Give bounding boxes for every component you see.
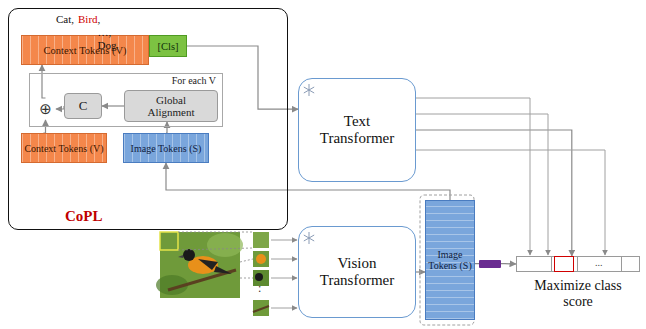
loop-box-text: For each V bbox=[172, 75, 216, 86]
token-box: Image Tokens (S) bbox=[123, 133, 209, 163]
transformer-box-text: Text Transformer bbox=[312, 113, 402, 147]
projection-block bbox=[479, 260, 501, 268]
cls-token-text: [Cls] bbox=[158, 41, 179, 52]
sum-symbol-text: ⊕ bbox=[39, 101, 52, 117]
score-divider bbox=[577, 257, 578, 271]
class-name: Cat, bbox=[56, 13, 74, 52]
connector bbox=[56, 106, 64, 109]
score-divider bbox=[551, 257, 552, 271]
cls-token: [Cls] bbox=[149, 35, 187, 57]
token-box-text: Image Tokens (S) bbox=[131, 143, 202, 154]
selected-class bbox=[554, 256, 574, 272]
token-box-text: Context Tokens (V) bbox=[24, 143, 103, 154]
connector bbox=[42, 65, 46, 98]
score-vector: ... Maximize class score bbox=[516, 256, 640, 314]
transformer-box-text: Vision Transformer bbox=[312, 255, 402, 289]
process-box-text: C bbox=[79, 98, 88, 114]
transformer-box: Text Transformer bbox=[298, 78, 416, 182]
score-vector-text: Maximize class score bbox=[533, 278, 623, 310]
class-name: , …, Dog bbox=[98, 13, 117, 52]
process-box: C bbox=[64, 93, 102, 119]
frozen-icon bbox=[304, 84, 314, 244]
token-column-text: Image Tokens (S) bbox=[426, 249, 474, 271]
loop-box: For each V ⊕ C Global Alignment bbox=[29, 73, 223, 127]
bird-image bbox=[156, 232, 243, 298]
token-frame bbox=[420, 195, 474, 325]
class-list: Cat,Bird, …, Dog bbox=[56, 13, 117, 52]
token-box: Context Tokens (V) bbox=[21, 133, 107, 163]
transformer-box: Vision Transformer bbox=[298, 226, 416, 318]
token-column: Image Tokens (S) bbox=[425, 200, 475, 320]
process-box: Global Alignment bbox=[124, 90, 218, 122]
image-patches bbox=[253, 232, 269, 316]
patch-arrows bbox=[271, 240, 297, 308]
connector bbox=[166, 122, 167, 133]
copl-panel: CoPL Context Tokens (V) [Cls] For each V ⊕ C G… bbox=[8, 8, 288, 230]
score-bar: ... bbox=[516, 256, 640, 272]
connector bbox=[102, 105, 124, 106]
patch-guides bbox=[178, 232, 253, 278]
token-box: Context Tokens (V) bbox=[21, 35, 149, 65]
copl-panel-text: CoPL bbox=[65, 208, 103, 225]
process-box-text: Global Alignment bbox=[140, 94, 202, 118]
score-divider bbox=[621, 257, 622, 271]
score-vector-text: ... bbox=[595, 256, 603, 270]
class-name: Bird bbox=[78, 13, 98, 52]
ellipsis-mark: : bbox=[258, 282, 261, 295]
sum-symbol: ⊕ bbox=[35, 98, 56, 120]
